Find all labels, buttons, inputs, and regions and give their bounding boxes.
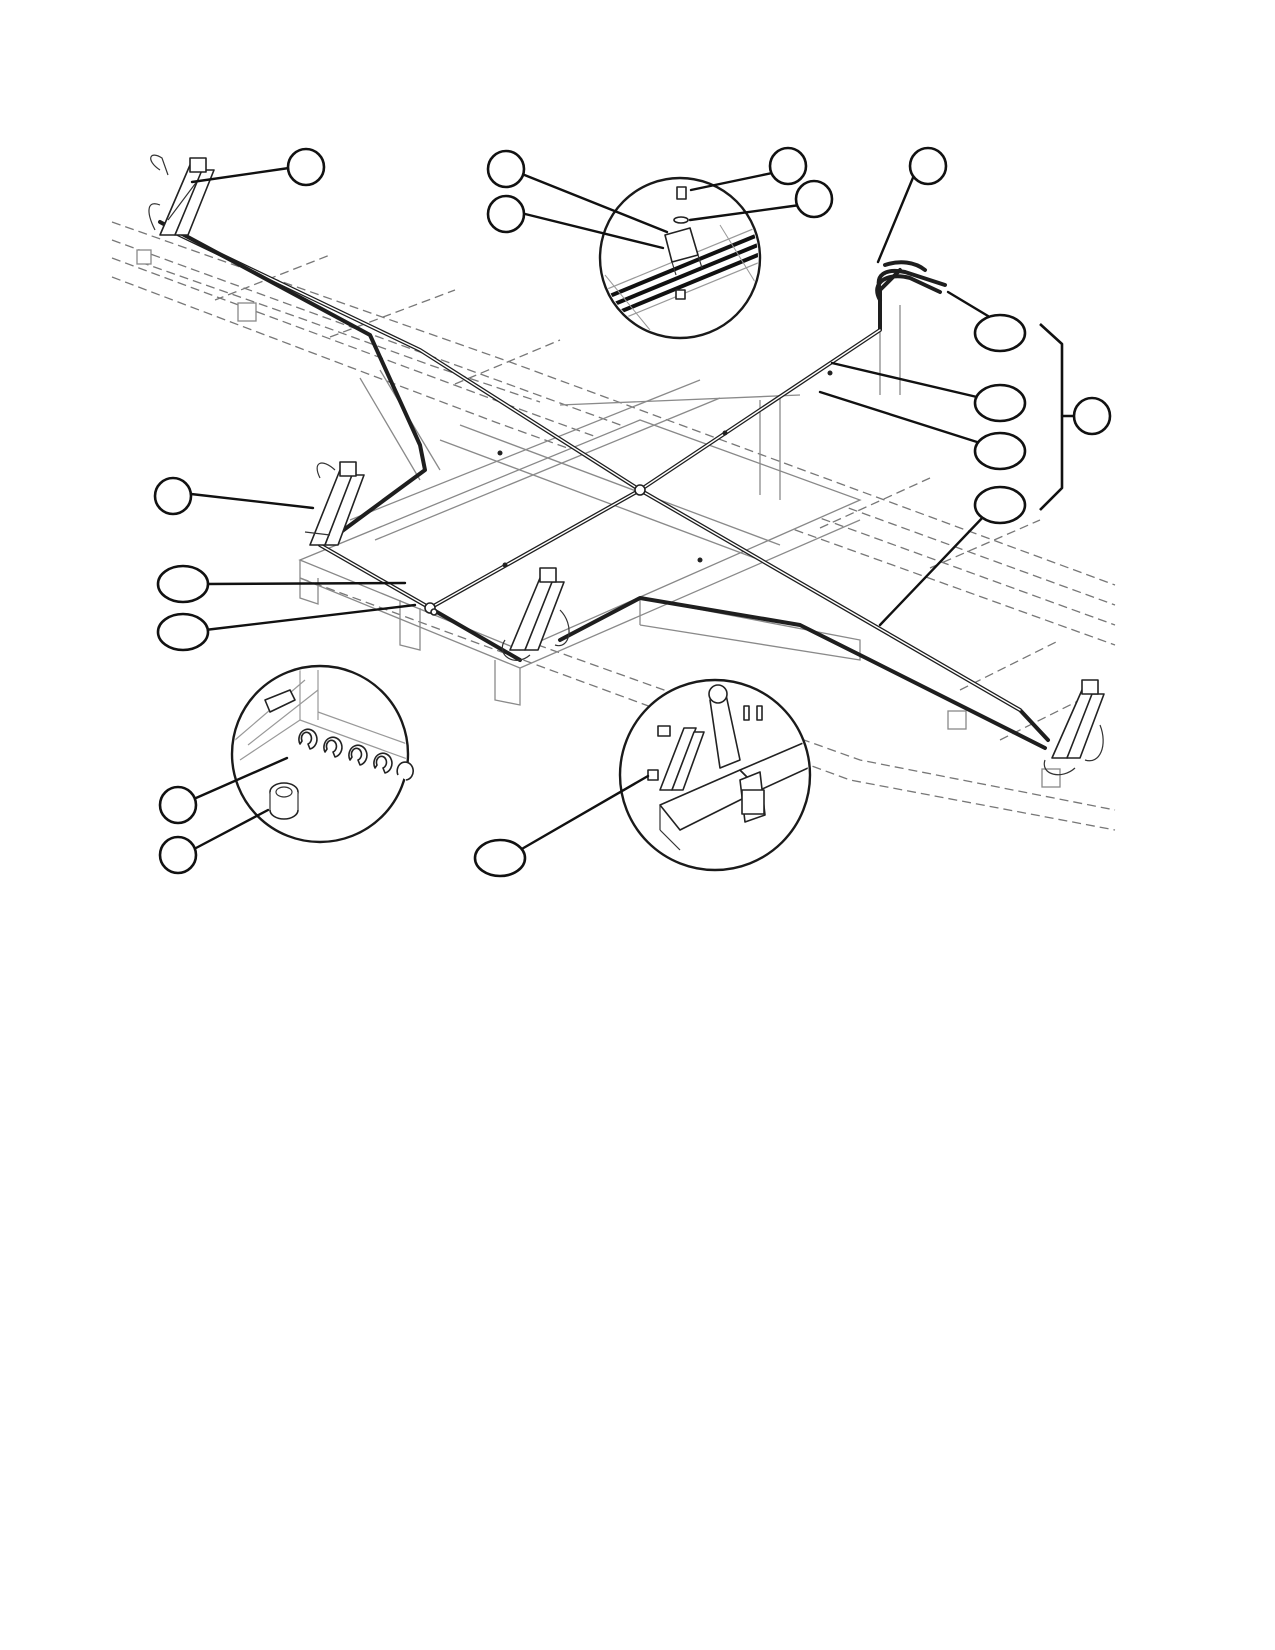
hitch-cylinder [657,725,705,791]
balloon-clamp-washer[interactable] [794,179,834,219]
detail-spacers [230,664,414,844]
callout-balloons[interactable] [153,146,1112,878]
clamp-bolt [676,186,687,200]
balloon-hose-upper[interactable] [973,383,1027,423]
balloon-fitting[interactable] [473,838,527,878]
balloon-spacer[interactable] [158,835,198,875]
balloon-tee-fitting-1[interactable] [156,564,210,604]
tee-fitting-center [634,484,646,496]
clamp-nut [675,289,686,300]
center-frame [298,305,901,706]
clamp-washer [673,216,689,224]
balloon-hose-kit[interactable] [1072,396,1112,436]
stroke-spacers [298,728,414,781]
balloon-tee-fitting-2[interactable] [156,612,210,652]
balloon-hose-right[interactable] [973,485,1027,525]
detail-clamp [598,176,762,340]
detail-hitch [618,678,812,872]
hose-clamps [497,370,833,568]
hydraulic-cylinder-center [501,567,570,661]
hydraulic-cylinder-mid-left [304,461,365,546]
hydraulic-cylinder-right [1043,679,1105,776]
hydraulic-cylinder-top-left [148,154,215,236]
balloon-cylinder-top-left[interactable] [286,147,326,187]
balloon-clamp-left-lower[interactable] [486,194,526,234]
balloon-hose-lower[interactable] [973,431,1027,471]
hitch-fitting [647,769,659,781]
single-spacer [269,782,299,820]
balloon-cylinder-mid-left[interactable] [153,476,193,516]
leader-lines [189,166,1000,852]
balloon-clamp-left-upper[interactable] [486,149,526,189]
balloon-stroke-spacers[interactable] [158,785,198,825]
balloon-clamp-bolt[interactable] [768,146,808,186]
balloon-hose-end[interactable] [908,146,948,186]
balloon-coupler[interactable] [973,313,1027,353]
tee-fitting-left-2 [430,608,438,616]
hose-kit-bracket [1039,323,1064,511]
